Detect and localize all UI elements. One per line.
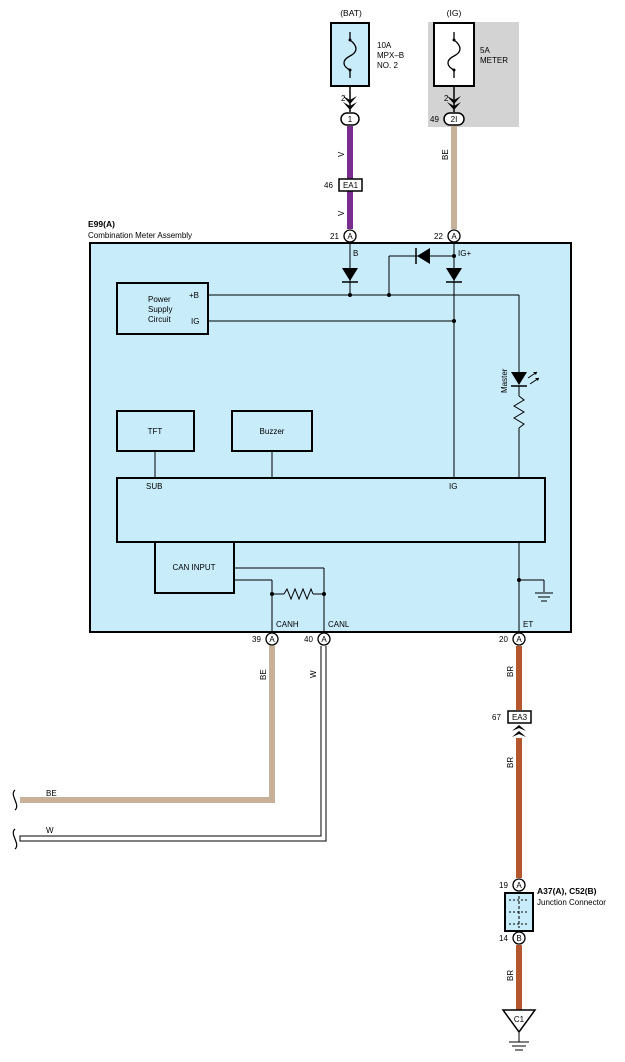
ig-fuse-label-2: METER	[480, 56, 508, 65]
meter-pin-22-num: 22	[434, 232, 443, 241]
junction-connector-name: Junction Connector	[537, 898, 606, 907]
meter-pin-40: A	[317, 632, 331, 646]
ig-junction-pin: 2I	[443, 112, 465, 126]
wire-color-left-w: W	[46, 826, 54, 835]
et-label: ET	[523, 620, 533, 629]
ig-fuse	[433, 22, 475, 87]
wire-be-canh	[20, 646, 275, 803]
cross-diode	[417, 248, 430, 264]
meter-pin-22: A	[447, 229, 461, 243]
wire-color-canl: W	[309, 670, 318, 678]
wire-color-left-be: BE	[46, 789, 57, 798]
cpu-ig-label: IG	[449, 482, 457, 491]
igplus-diode	[446, 268, 462, 281]
ig-source-label: (IG)	[447, 8, 462, 18]
ig-connector-arrow	[447, 96, 461, 104]
master-label: Master	[500, 368, 509, 393]
meter-pin-39: A	[265, 632, 279, 646]
junction-connector-box	[504, 892, 534, 932]
b-diode	[342, 268, 358, 281]
meter-pin-igplus-label: IG+	[458, 249, 471, 258]
junction-pin-b-num: 14	[499, 934, 508, 943]
bat-connector-arrow	[343, 96, 357, 104]
power-supply-label-1: Power	[148, 295, 171, 304]
junction-connector-id: A37(A), C52(B)	[537, 886, 597, 896]
bat-fuse-label-2: MPX–B	[377, 51, 404, 60]
ea3-pin-num: 67	[492, 713, 501, 722]
ground-c1-icon	[501, 1009, 537, 1034]
svg-text:A: A	[269, 635, 275, 644]
wire-w-canl	[19, 646, 327, 842]
ea3-arrow-icon	[512, 725, 526, 731]
ig-fuse-pin: 2	[444, 94, 449, 103]
ig-fuse-label-1: 5A	[480, 46, 490, 55]
wire-color-ground: BR	[506, 970, 515, 981]
bat-fuse	[330, 22, 370, 87]
meter-id: E99(A)	[88, 219, 115, 229]
meter-name: Combination Meter Assembly	[88, 231, 192, 240]
svg-text:A: A	[516, 881, 522, 890]
ea1-connector: EA1	[338, 178, 363, 192]
svg-text:B: B	[516, 934, 521, 943]
sub-label: SUB	[146, 482, 162, 491]
tft-label: TFT	[148, 427, 163, 436]
main-cpu-box	[116, 477, 546, 543]
can-termination-resistor	[283, 587, 314, 601]
svg-text:2I: 2I	[451, 115, 458, 124]
power-supply-box	[116, 282, 209, 335]
meter-pin-21: A	[343, 229, 357, 243]
wire-break-w-icon	[12, 828, 18, 850]
ea3-connector: EA3	[507, 710, 532, 724]
svg-text:EA1: EA1	[343, 181, 359, 190]
buzzer-label: Buzzer	[260, 427, 285, 436]
svg-text:A: A	[516, 635, 522, 644]
wire-break-be-icon	[12, 789, 18, 811]
ig-junction-pin-num: 49	[430, 115, 439, 124]
wire-color-bat-upper: V	[337, 151, 346, 157]
wire-color-ig: BE	[441, 149, 450, 160]
master-led	[511, 372, 527, 385]
ground-c1-label: C1	[514, 1015, 525, 1024]
bat-junction-pin: 1	[340, 112, 360, 126]
meter-pin-20-num: 20	[499, 635, 508, 644]
svg-text:A: A	[347, 232, 353, 241]
power-supply-label-3: Circuit	[148, 315, 171, 324]
power-supply-label-2: Supply	[148, 305, 172, 314]
canh-label: CANH	[276, 620, 299, 629]
canl-label: CANL	[328, 620, 350, 629]
svg-text:EA3: EA3	[512, 713, 528, 722]
svg-text:1: 1	[348, 115, 353, 124]
svg-text:A: A	[451, 232, 457, 241]
can-input-label: CAN INPUT	[172, 563, 215, 572]
wire-color-et-upper: BR	[506, 666, 515, 677]
meter-pin-21-num: 21	[330, 232, 339, 241]
junction-pin-b: B	[512, 931, 526, 945]
bat-fuse-pin: 2	[341, 94, 346, 103]
meter-assembly-box	[89, 242, 572, 633]
junction-pin-a-num: 19	[499, 881, 508, 890]
ea1-pin-num: 46	[324, 181, 333, 190]
wire-color-et-lower: BR	[506, 757, 515, 768]
bat-fuse-label-1: 10A	[377, 41, 392, 50]
bat-source-label: (BAT)	[340, 8, 362, 18]
svg-text:A: A	[321, 635, 327, 644]
meter-pin-39-num: 39	[252, 635, 261, 644]
master-resistor	[513, 395, 525, 429]
junction-pin-a: A	[512, 878, 526, 892]
bat-fuse-label-3: NO. 2	[377, 61, 398, 70]
meter-pin-40-num: 40	[304, 635, 313, 644]
ps-b-label: +B	[189, 291, 199, 300]
ps-ig-label: IG	[191, 317, 199, 326]
wire-color-bat-lower: V	[337, 210, 346, 216]
wire-color-canh: BE	[259, 669, 268, 680]
meter-pin-20: A	[512, 632, 526, 646]
meter-pin-b-label: B	[353, 249, 358, 258]
